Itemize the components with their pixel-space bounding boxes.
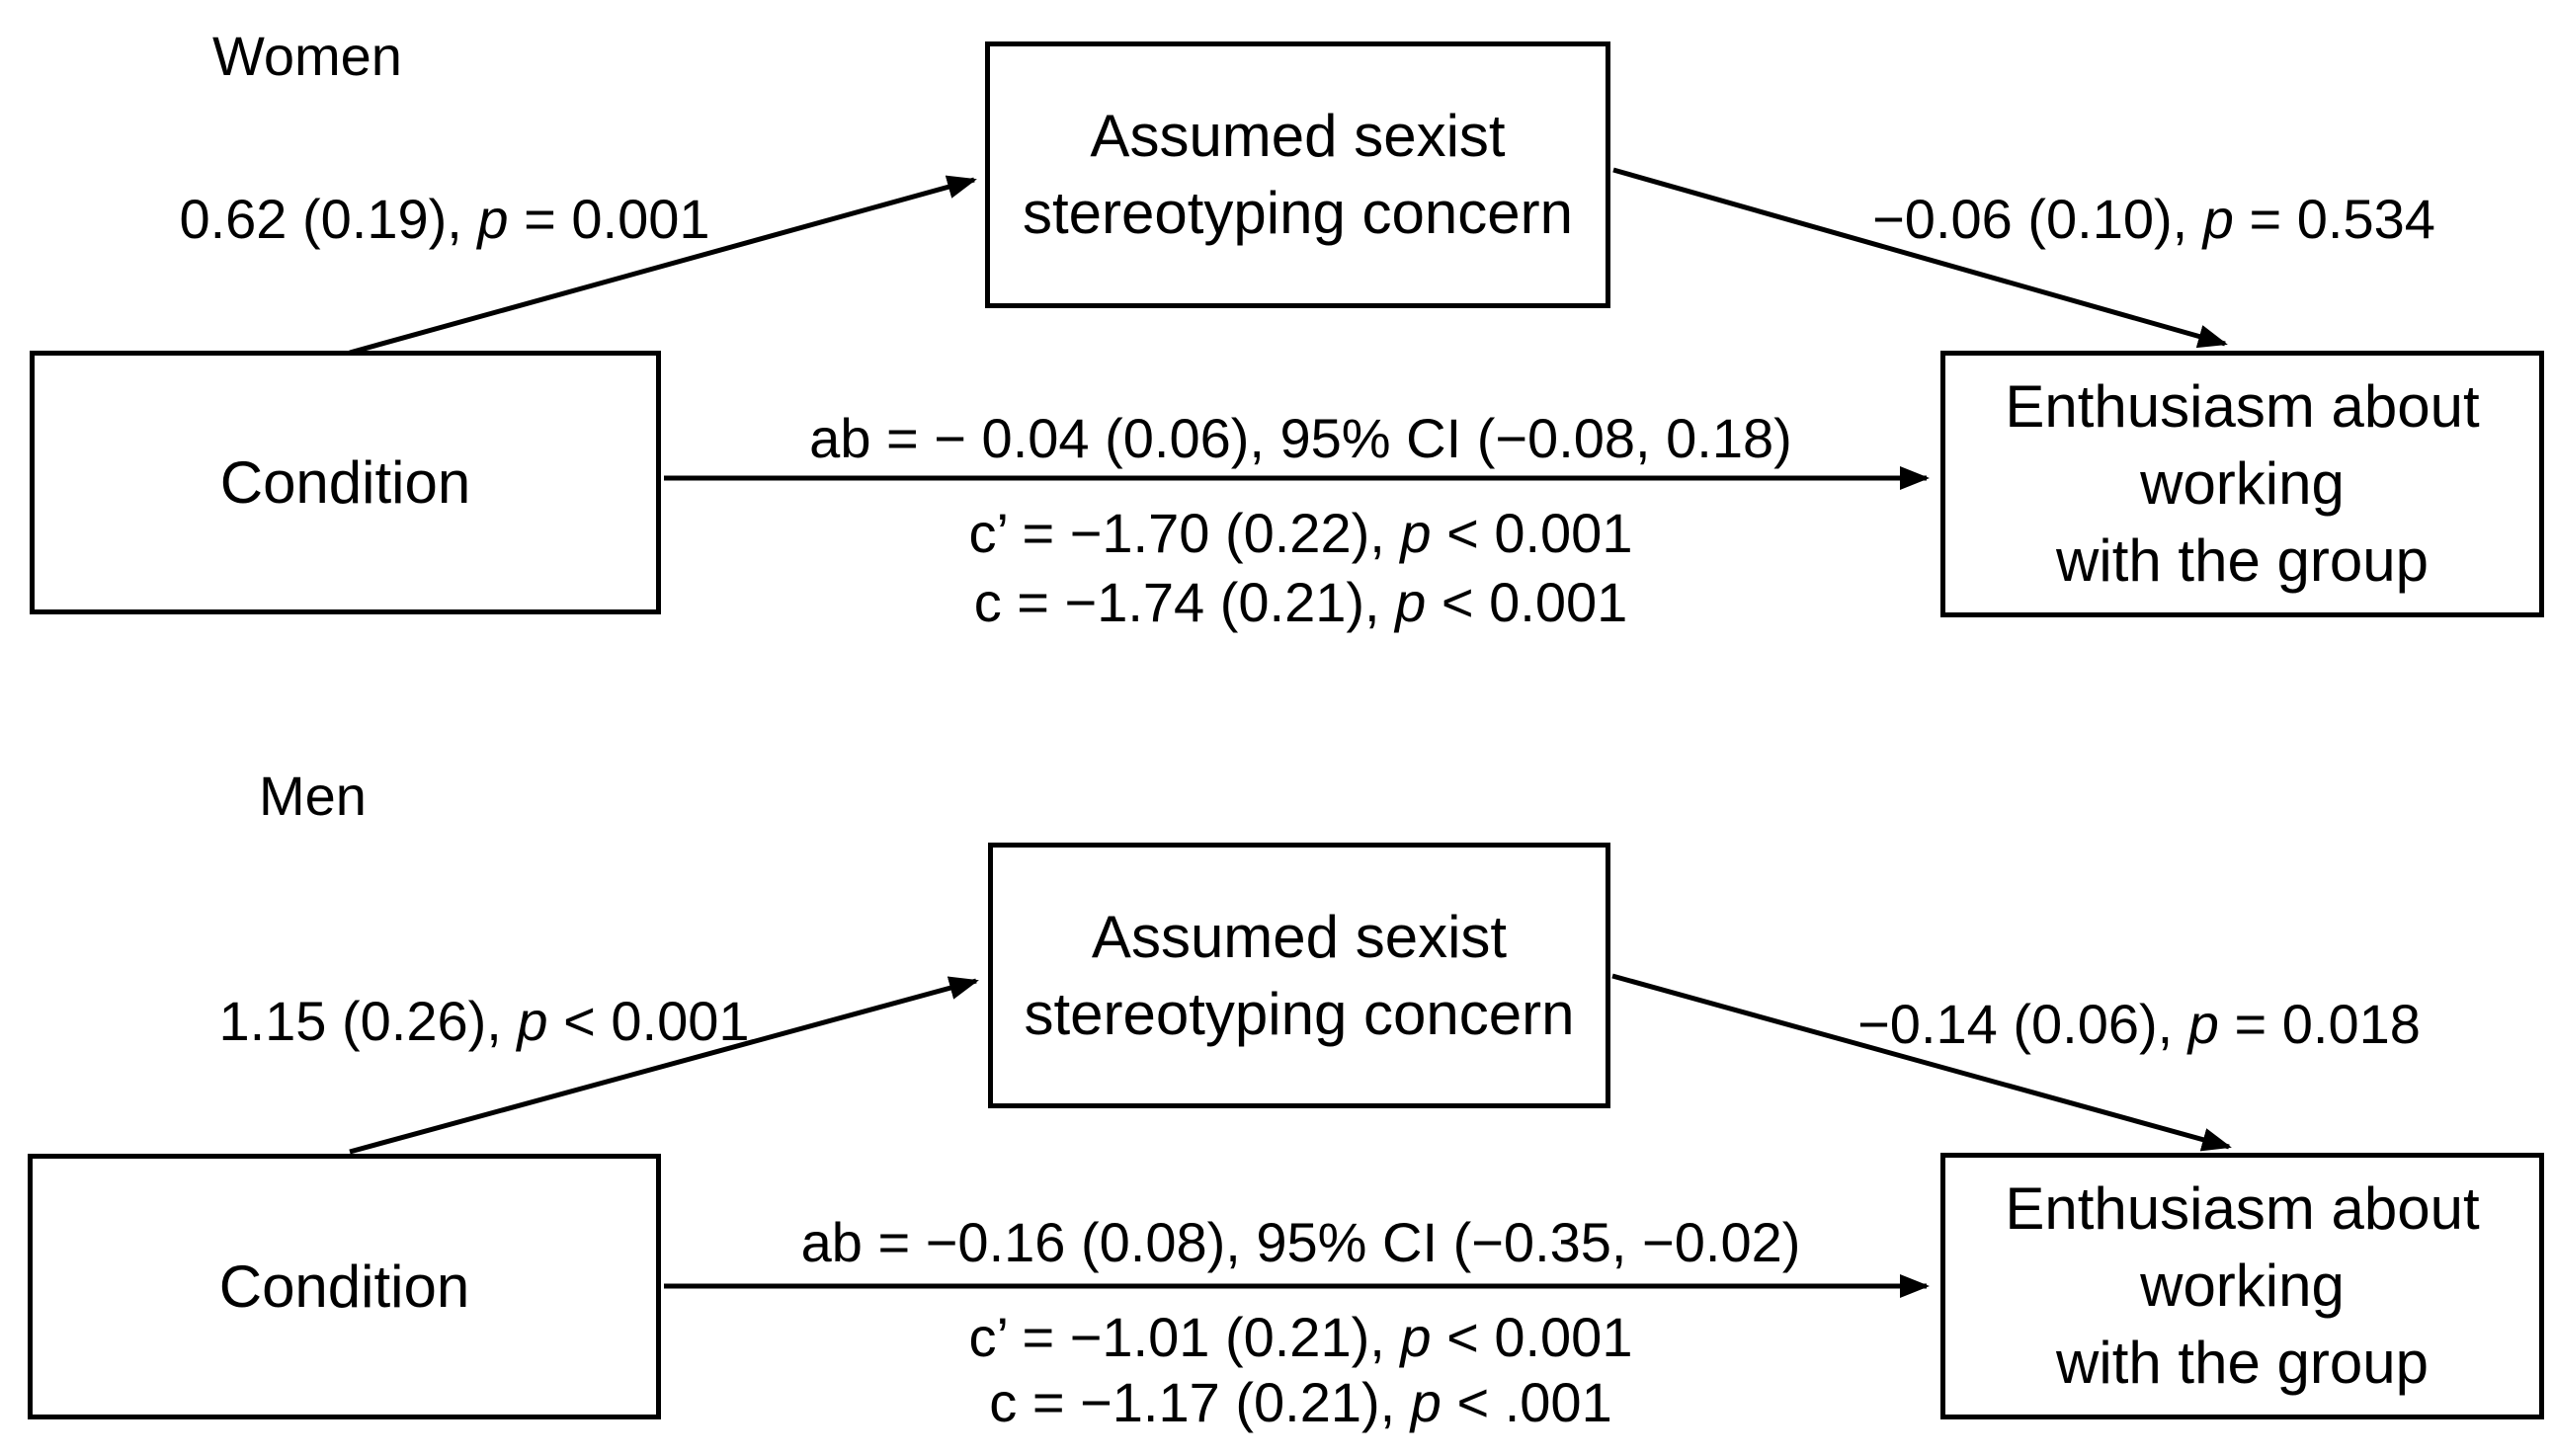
women-outcome-box: Enthusiasm about working with the group <box>1940 351 2544 617</box>
women-direct-effect-label: c’ = −1.70 (0.22), p < 0.001 <box>661 502 1940 565</box>
women-indirect-effect-text: ab = − 0.04 (0.06), 95% CI (−0.08, 0.18) <box>809 407 1792 469</box>
men-path-b-pvalue: = 0.018 <box>2218 993 2421 1055</box>
men-total-effect-pvalue: < .001 <box>1441 1371 1612 1433</box>
men-total-effect-estimate: c = −1.17 (0.21), <box>989 1371 1411 1433</box>
women-direct-effect-pvalue: < 0.001 <box>1431 502 1633 564</box>
p-symbol: p <box>1400 1306 1432 1368</box>
p-symbol: p <box>477 188 509 250</box>
women-path-a-estimate: 0.62 (0.19), <box>179 188 478 250</box>
women-mediator-label: Assumed sexist stereotyping concern <box>1023 103 1573 246</box>
p-symbol: p <box>2187 993 2219 1055</box>
women-path-b-pvalue: = 0.534 <box>2233 188 2435 250</box>
panel-title-women: Women <box>212 25 402 87</box>
men-indirect-effect-text: ab = −0.16 (0.08), 95% CI (−0.35, −0.02) <box>800 1211 1801 1273</box>
men-mediator-box: Assumed sexist stereotyping concern <box>988 843 1610 1108</box>
men-total-effect-label: c = −1.17 (0.21), p < .001 <box>661 1371 1940 1434</box>
women-total-effect-label: c = −1.74 (0.21), p < 0.001 <box>661 571 1940 634</box>
women-predictor-box: Condition <box>30 351 661 614</box>
p-symbol: p <box>1395 571 1427 633</box>
p-symbol: p <box>1410 1371 1442 1433</box>
p-symbol: p <box>517 990 548 1052</box>
women-direct-effect-estimate: c’ = −1.70 (0.22), <box>968 502 1401 564</box>
men-direct-effect-label: c’ = −1.01 (0.21), p < 0.001 <box>661 1306 1940 1369</box>
p-symbol: p <box>1400 502 1432 564</box>
women-mediator-box: Assumed sexist stereotyping concern <box>985 41 1610 308</box>
men-predictor-label: Condition <box>218 1253 470 1320</box>
women-indirect-effect-label: ab = − 0.04 (0.06), 95% CI (−0.08, 0.18) <box>661 407 1940 470</box>
women-total-effect-pvalue: < 0.001 <box>1426 571 1628 633</box>
men-predictor-box: Condition <box>28 1154 661 1419</box>
women-path-a-label: 0.62 (0.19), p = 0.001 <box>148 188 741 251</box>
men-indirect-effect-label: ab = −0.16 (0.08), 95% CI (−0.35, −0.02) <box>661 1211 1940 1274</box>
women-path-b-estimate: −0.06 (0.10), <box>1872 188 2203 250</box>
men-path-b-arrow <box>1611 973 2232 1152</box>
women-path-a-pvalue: = 0.001 <box>508 188 710 250</box>
men-path-a-pvalue: < 0.001 <box>547 990 750 1052</box>
women-path-a-arrow <box>349 175 977 356</box>
men-path-a-label: 1.15 (0.26), p < 0.001 <box>168 990 800 1053</box>
men-path-a-estimate: 1.15 (0.26), <box>218 990 518 1052</box>
women-total-effect-estimate: c = −1.74 (0.21), <box>973 571 1396 633</box>
men-mediator-label: Assumed sexist stereotyping concern <box>1024 903 1575 1047</box>
women-path-b-label: −0.06 (0.10), p = 0.534 <box>1833 188 2475 251</box>
men-path-a-arrow <box>349 976 979 1155</box>
men-path-b-label: −0.14 (0.06), p = 0.018 <box>1823 993 2455 1056</box>
women-predictor-label: Condition <box>219 448 471 516</box>
p-symbol: p <box>2202 188 2234 250</box>
men-outcome-box: Enthusiasm about working with the group <box>1940 1153 2544 1419</box>
women-path-b-arrow <box>1612 167 2228 349</box>
women-outcome-label: Enthusiasm about working with the group <box>2005 373 2480 594</box>
men-direct-effect-pvalue: < 0.001 <box>1431 1306 1633 1368</box>
men-path-b-estimate: −0.14 (0.06), <box>1857 993 2188 1055</box>
panel-title-men: Men <box>259 765 367 827</box>
men-outcome-label: Enthusiasm about working with the group <box>2005 1175 2480 1396</box>
men-direct-effect-estimate: c’ = −1.01 (0.21), <box>968 1306 1401 1368</box>
